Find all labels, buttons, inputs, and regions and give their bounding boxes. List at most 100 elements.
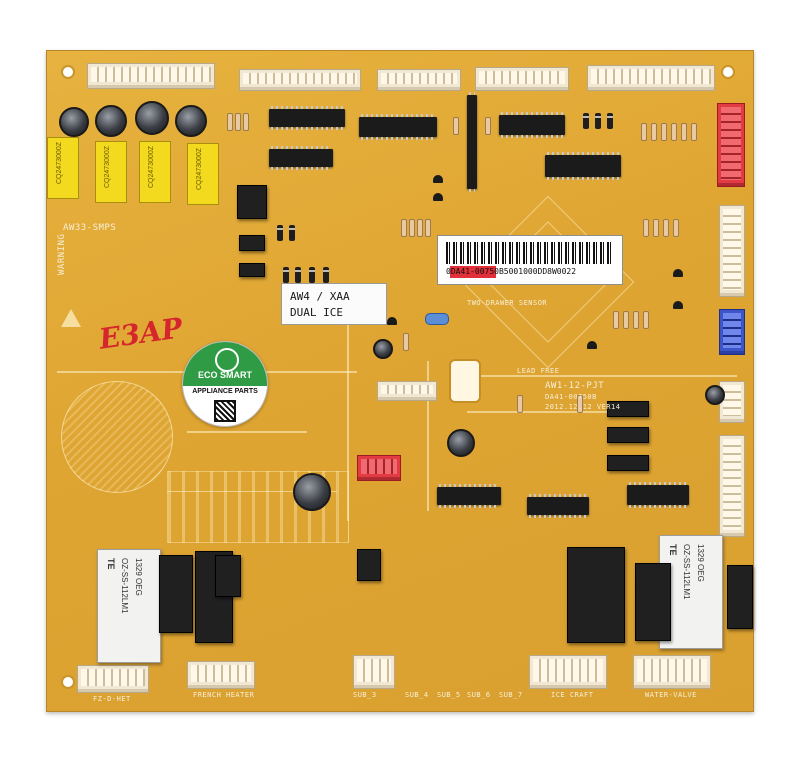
- sensor-label: TWO-DRAWER SENSOR: [467, 299, 548, 307]
- power-component: [237, 185, 267, 219]
- transistor: [587, 341, 597, 349]
- diode: [309, 267, 315, 283]
- warning-label: WARNING: [57, 233, 67, 275]
- relay-black: [567, 547, 625, 643]
- silk-label: SUB_5: [437, 691, 461, 699]
- electrolytic-capacitor: [293, 473, 331, 511]
- transistor: [387, 317, 397, 325]
- trace: [467, 411, 627, 413]
- resistor: [653, 219, 659, 237]
- connector-bottom-4[interactable]: [529, 655, 607, 689]
- ic-chip: [437, 484, 501, 508]
- diode: [295, 267, 301, 283]
- connector-top-1[interactable]: [87, 63, 215, 89]
- ic-chip: [499, 112, 565, 138]
- relay-black: [159, 555, 193, 633]
- connector-top-5[interactable]: [587, 65, 715, 91]
- transistor: [673, 301, 683, 309]
- connector-bottom-5[interactable]: [633, 655, 711, 689]
- resistor: [671, 123, 677, 141]
- connector-mid[interactable]: [377, 381, 437, 401]
- film-capacitor: CQ2473000Z: [95, 141, 127, 203]
- resistor: [613, 311, 619, 329]
- barcode-sticker: 0DA41-00750B5001000DD8W0022: [437, 235, 623, 285]
- silk-label: WATER-VALVE: [645, 691, 697, 699]
- ic-chip: [269, 146, 333, 170]
- resistor: [417, 219, 423, 237]
- triac: [607, 427, 649, 443]
- electrolytic-capacitor: [705, 385, 725, 405]
- resistor: [235, 113, 241, 131]
- silk-label: SUB_6: [467, 691, 491, 699]
- resistor: [643, 219, 649, 237]
- silk-label: SUB_7: [499, 691, 523, 699]
- connector-bottom-1[interactable]: [77, 665, 149, 693]
- connector-top-2[interactable]: [239, 69, 361, 91]
- resistor: [425, 219, 431, 237]
- power-component: [239, 263, 265, 277]
- electrolytic-capacitor: [95, 105, 127, 137]
- transistor: [433, 175, 443, 183]
- electrolytic-capacitor: [373, 339, 393, 359]
- lead-free-label: LEAD FREE: [517, 367, 560, 375]
- resistor: [661, 123, 667, 141]
- trace: [167, 491, 337, 492]
- ic-chip: [527, 494, 589, 518]
- eco-smart-logo: ECO SMART APPLIANCE PARTS: [182, 341, 268, 427]
- electrolytic-capacitor: [175, 105, 207, 137]
- ic-chip: [627, 482, 689, 508]
- recycle-icon: [215, 348, 239, 372]
- relay-black: [357, 549, 381, 581]
- connector-top-4[interactable]: [475, 67, 569, 91]
- relay-black: [215, 555, 241, 597]
- resistor: [409, 219, 415, 237]
- ic-chip-vertical: [467, 92, 477, 192]
- connector-red-mid[interactable]: [357, 455, 401, 481]
- silk-label: SUB_3: [353, 691, 377, 699]
- transistor: [673, 269, 683, 277]
- ic-chip: [545, 152, 621, 180]
- connector-right-4[interactable]: [719, 381, 745, 423]
- barcode-highlight: [450, 266, 496, 278]
- diode: [607, 113, 613, 129]
- connector-top-3[interactable]: [377, 69, 461, 91]
- connector-right-2[interactable]: [719, 205, 745, 297]
- resistor: [673, 219, 679, 237]
- silk-label: FZ-D-HET: [93, 695, 131, 703]
- date-label: 2012.12.12 VER14: [545, 403, 621, 411]
- resistor: [633, 311, 639, 329]
- electrolytic-capacitor: [135, 101, 169, 135]
- heatsink-pattern: [61, 381, 173, 493]
- relay-black: [635, 563, 671, 641]
- mounting-hole: [61, 675, 75, 689]
- smps-label: AW33-SMPS: [63, 223, 117, 233]
- connector-bottom-3[interactable]: [353, 655, 395, 689]
- film-capacitor: CQ2473000Z: [187, 143, 219, 205]
- resistor: [401, 219, 407, 237]
- film-capacitor: CQ2473000Z: [139, 141, 171, 203]
- triac: [607, 401, 649, 417]
- diode: [323, 267, 329, 283]
- film-capacitor: CQ2473000Z: [47, 137, 79, 199]
- resistor: [641, 123, 647, 141]
- resistor: [485, 117, 491, 135]
- electrolytic-capacitor: [59, 107, 89, 137]
- resistor: [403, 333, 409, 351]
- trace: [477, 375, 737, 377]
- diode: [289, 225, 295, 241]
- relay-white-left: TE OZ-SS-112LM1 1329 OEG: [97, 549, 161, 663]
- ceramic-capacitor: [425, 313, 449, 325]
- silk-label: FRENCH HEATER: [193, 691, 255, 699]
- connector-red-right[interactable]: [717, 103, 745, 187]
- resistor: [663, 219, 669, 237]
- electrolytic-capacitor: [447, 429, 475, 457]
- transistor: [433, 193, 443, 201]
- resistor: [243, 113, 249, 131]
- connector-bottom-2[interactable]: [187, 661, 255, 689]
- qr-code: [214, 400, 236, 422]
- connector-blue-right[interactable]: [719, 309, 745, 355]
- mounting-hole: [721, 65, 735, 79]
- connector-right-5[interactable]: [719, 435, 745, 537]
- resistor: [453, 117, 459, 135]
- handwritten-marking: E3AP: [97, 311, 185, 356]
